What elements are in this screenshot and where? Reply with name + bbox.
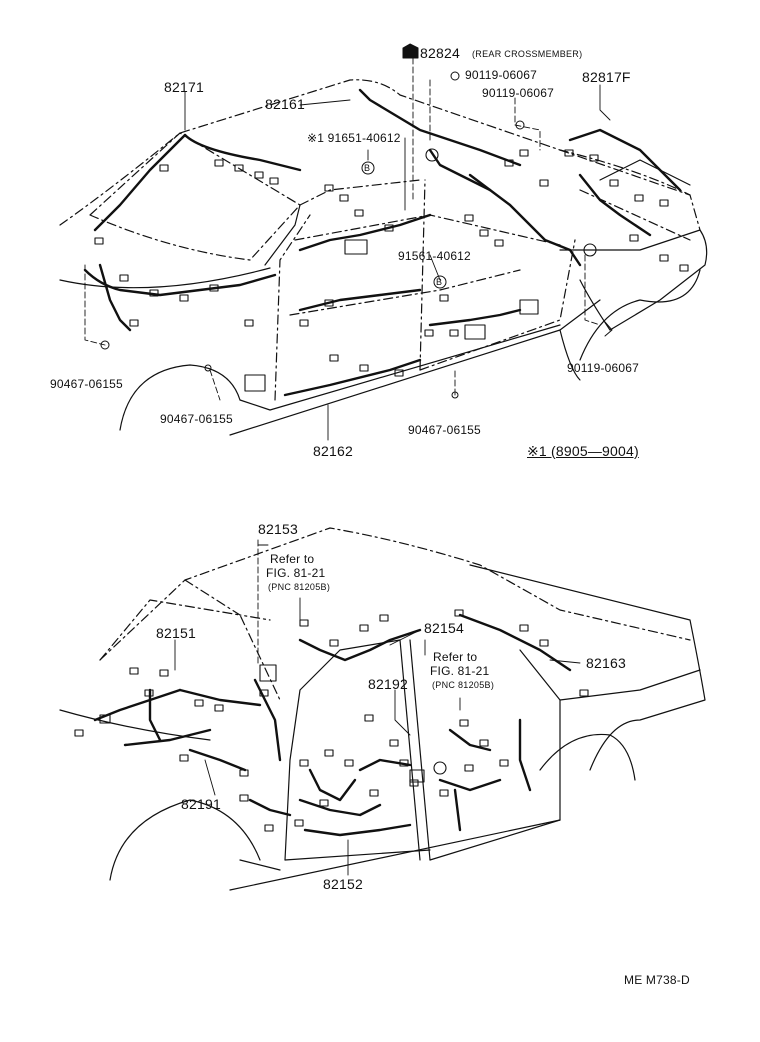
- label-91561: 91561-40612: [398, 249, 471, 263]
- label-90119-b: 90119-06067: [482, 86, 555, 100]
- label-82163: 82163: [586, 655, 626, 671]
- label-82824: 82824: [420, 45, 460, 61]
- label-90119-c: 90119-06067: [567, 361, 640, 375]
- reference-code: ME M738-D: [624, 973, 690, 987]
- pnc-label: (PNC 81205B): [268, 582, 331, 592]
- label-90467-a: 90467-06155: [50, 377, 123, 391]
- marker-b-bottom: B: [436, 277, 443, 287]
- label-82192: 82192: [368, 676, 408, 692]
- top-connectors: [94, 148, 689, 392]
- top-leaders: [84, 57, 611, 441]
- label-82152: 82152: [323, 876, 363, 892]
- label-90467-b: 90467-06155: [160, 412, 233, 426]
- label-91651: ※1 91651-40612: [307, 131, 401, 145]
- bottom-leaders: [174, 539, 581, 876]
- fig-ref-label-2: FIG. 81-21: [430, 664, 490, 678]
- note-applicability: ※1 (8905—9004): [527, 443, 639, 459]
- label-82161: 82161: [265, 96, 305, 112]
- label-82191: 82191: [181, 796, 221, 812]
- bottom-connectors: [74, 609, 589, 832]
- refer-to-label: Refer to: [270, 552, 315, 566]
- label-82154: 82154: [424, 620, 464, 636]
- label-82817F: 82817F: [582, 69, 631, 85]
- fig-ref-label: FIG. 81-21: [266, 566, 326, 580]
- label-82151: 82151: [156, 625, 196, 641]
- bottom-car-body: [59, 527, 706, 891]
- top-car-body: [59, 79, 708, 436]
- label-90119-a: 90119-06067: [465, 68, 538, 82]
- marker-b-top: B: [364, 163, 371, 173]
- label-82153: 82153: [258, 521, 298, 537]
- label-82171: 82171: [164, 79, 204, 95]
- label-90467-c: 90467-06155: [408, 423, 481, 437]
- label-82162: 82162: [313, 443, 353, 459]
- bottom-harnesses: [93, 613, 572, 837]
- pnc-label-2: (PNC 81205B): [432, 680, 495, 690]
- refer-to-label-2: Refer to: [433, 650, 478, 664]
- top-markers: [100, 43, 613, 399]
- top-harnesses: [83, 88, 682, 397]
- label-rear-crossmember: (REAR CROSSMEMBER): [472, 49, 583, 59]
